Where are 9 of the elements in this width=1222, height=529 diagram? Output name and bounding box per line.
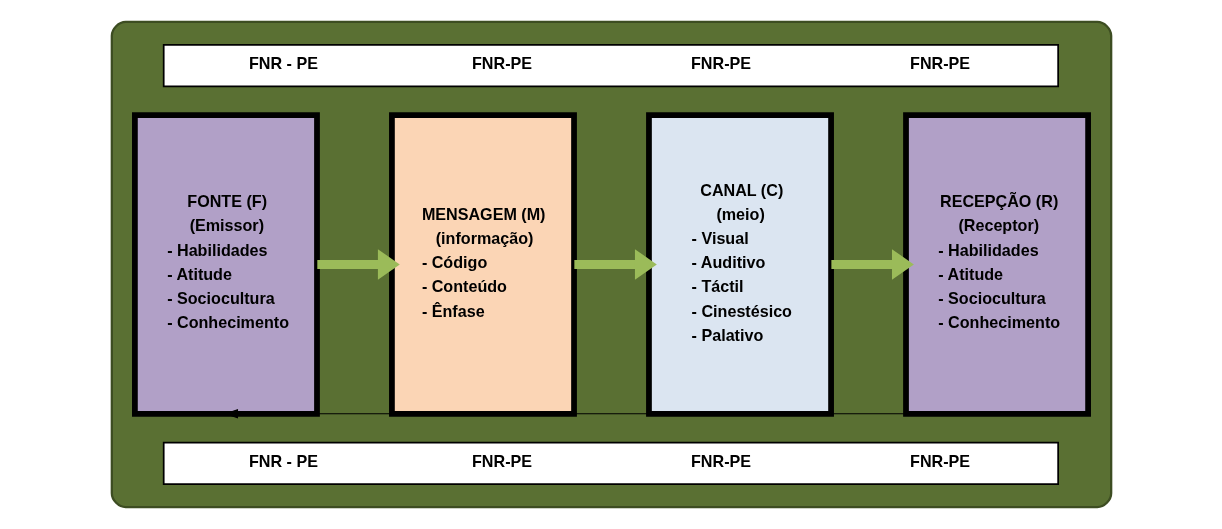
node-box: FNR - PE FNR-PE FNR-PE FNR-PE [162,44,1059,88]
cluster [110,20,1112,509]
node-box: MENSAGEM (M) (informação) - Código - Conteúdo - Ênfase [388,112,577,417]
node-box: RECEPÇÃO (R) (Receptor) - Habilidades - Atitude - Sociocultura - Conhecimento [902,112,1091,417]
node-box: FNR - PE FNR-PE FNR-PE FNR-PE [162,441,1059,485]
node-box: CANAL (C) (meio) - Visual - Auditivo - Táctil - Cinestésico - Palativo [645,112,834,417]
arrow [316,249,400,280]
arrow [830,249,914,280]
arrow [573,249,657,280]
